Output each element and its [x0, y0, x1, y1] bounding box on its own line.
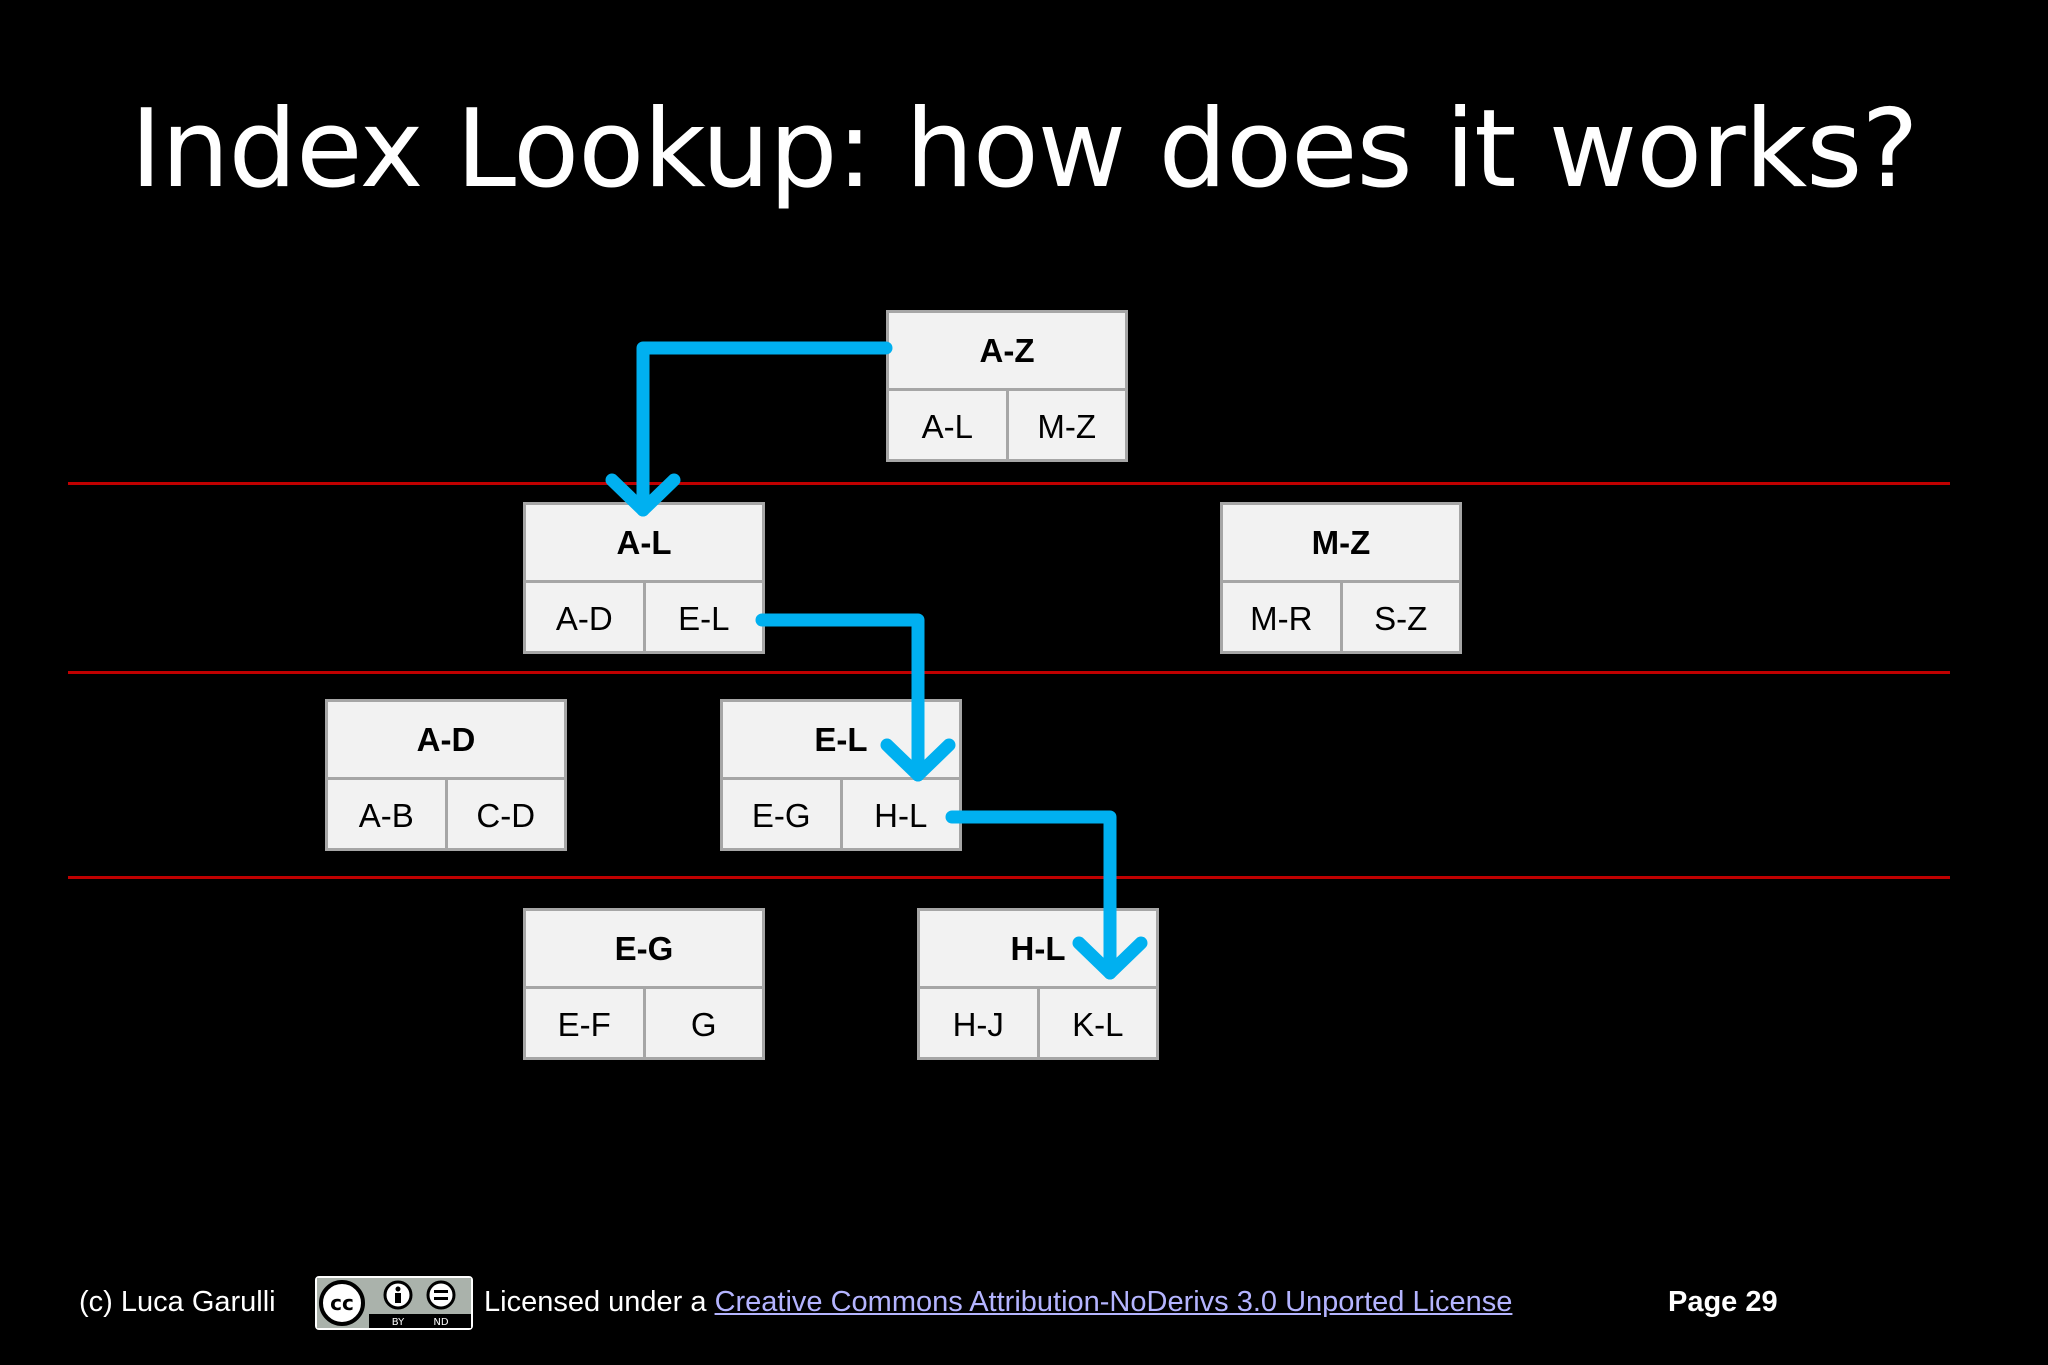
badge-cc-text: cc: [330, 1291, 354, 1315]
badge-nd-text: ND: [433, 1317, 448, 1328]
node-a-d: A-D A-B C-D: [325, 699, 567, 851]
slide-title: Index Lookup: how does it works?: [130, 87, 1919, 212]
node-key: H-J: [952, 1005, 1004, 1043]
level-separator-2: [68, 671, 1950, 674]
node-header: A-Z: [889, 313, 1125, 391]
node-header: A-L: [526, 505, 762, 583]
node-key: C-D: [444, 780, 565, 851]
node-key: M-Z: [1005, 391, 1126, 462]
node-key: E-F: [557, 1005, 611, 1043]
node-key: G: [642, 989, 763, 1060]
level-separator-3: [68, 876, 1950, 879]
node-key: A-D: [555, 599, 613, 637]
license-prefix: Licensed under a: [484, 1286, 707, 1318]
creative-commons-badge-icon[interactable]: cc BY ND: [315, 1276, 473, 1330]
node-key: S-Z: [1339, 583, 1460, 654]
node-a-l: A-L A-D E-L: [523, 502, 765, 654]
node-m-z: M-Z M-R S-Z: [1220, 502, 1462, 654]
node-header: E-G: [526, 911, 762, 989]
node-key: E-L: [642, 583, 763, 654]
node-header: E-L: [723, 702, 959, 780]
node-key: A-L: [921, 407, 973, 445]
node-h-l: H-L H-J K-L: [917, 908, 1159, 1060]
node-key: H-L: [839, 780, 960, 851]
node-header: A-D: [328, 702, 564, 780]
footer-license: Licensed under a Creative Commons Attrib…: [484, 1282, 1512, 1322]
node-key: E-G: [751, 796, 811, 834]
page-number: Page 29: [1668, 1286, 1778, 1318]
node-header: H-L: [920, 911, 1156, 989]
node-e-l: E-L E-G H-L: [720, 699, 962, 851]
footer-author: (c) Luca Garulli: [79, 1286, 276, 1318]
badge-by-text: BY: [392, 1317, 405, 1328]
node-key: M-R: [1250, 599, 1313, 637]
lookup-arrow-icon: [636, 341, 893, 517]
node-key: A-B: [358, 796, 414, 834]
node-header: M-Z: [1223, 505, 1459, 583]
license-link[interactable]: Creative Commons Attribution-NoDerivs 3.…: [714, 1286, 1513, 1318]
level-separator-1: [68, 482, 1950, 485]
node-a-z: A-Z A-L M-Z: [886, 310, 1128, 462]
node-key: K-L: [1036, 989, 1157, 1060]
node-e-g: E-G E-F G: [523, 908, 765, 1060]
